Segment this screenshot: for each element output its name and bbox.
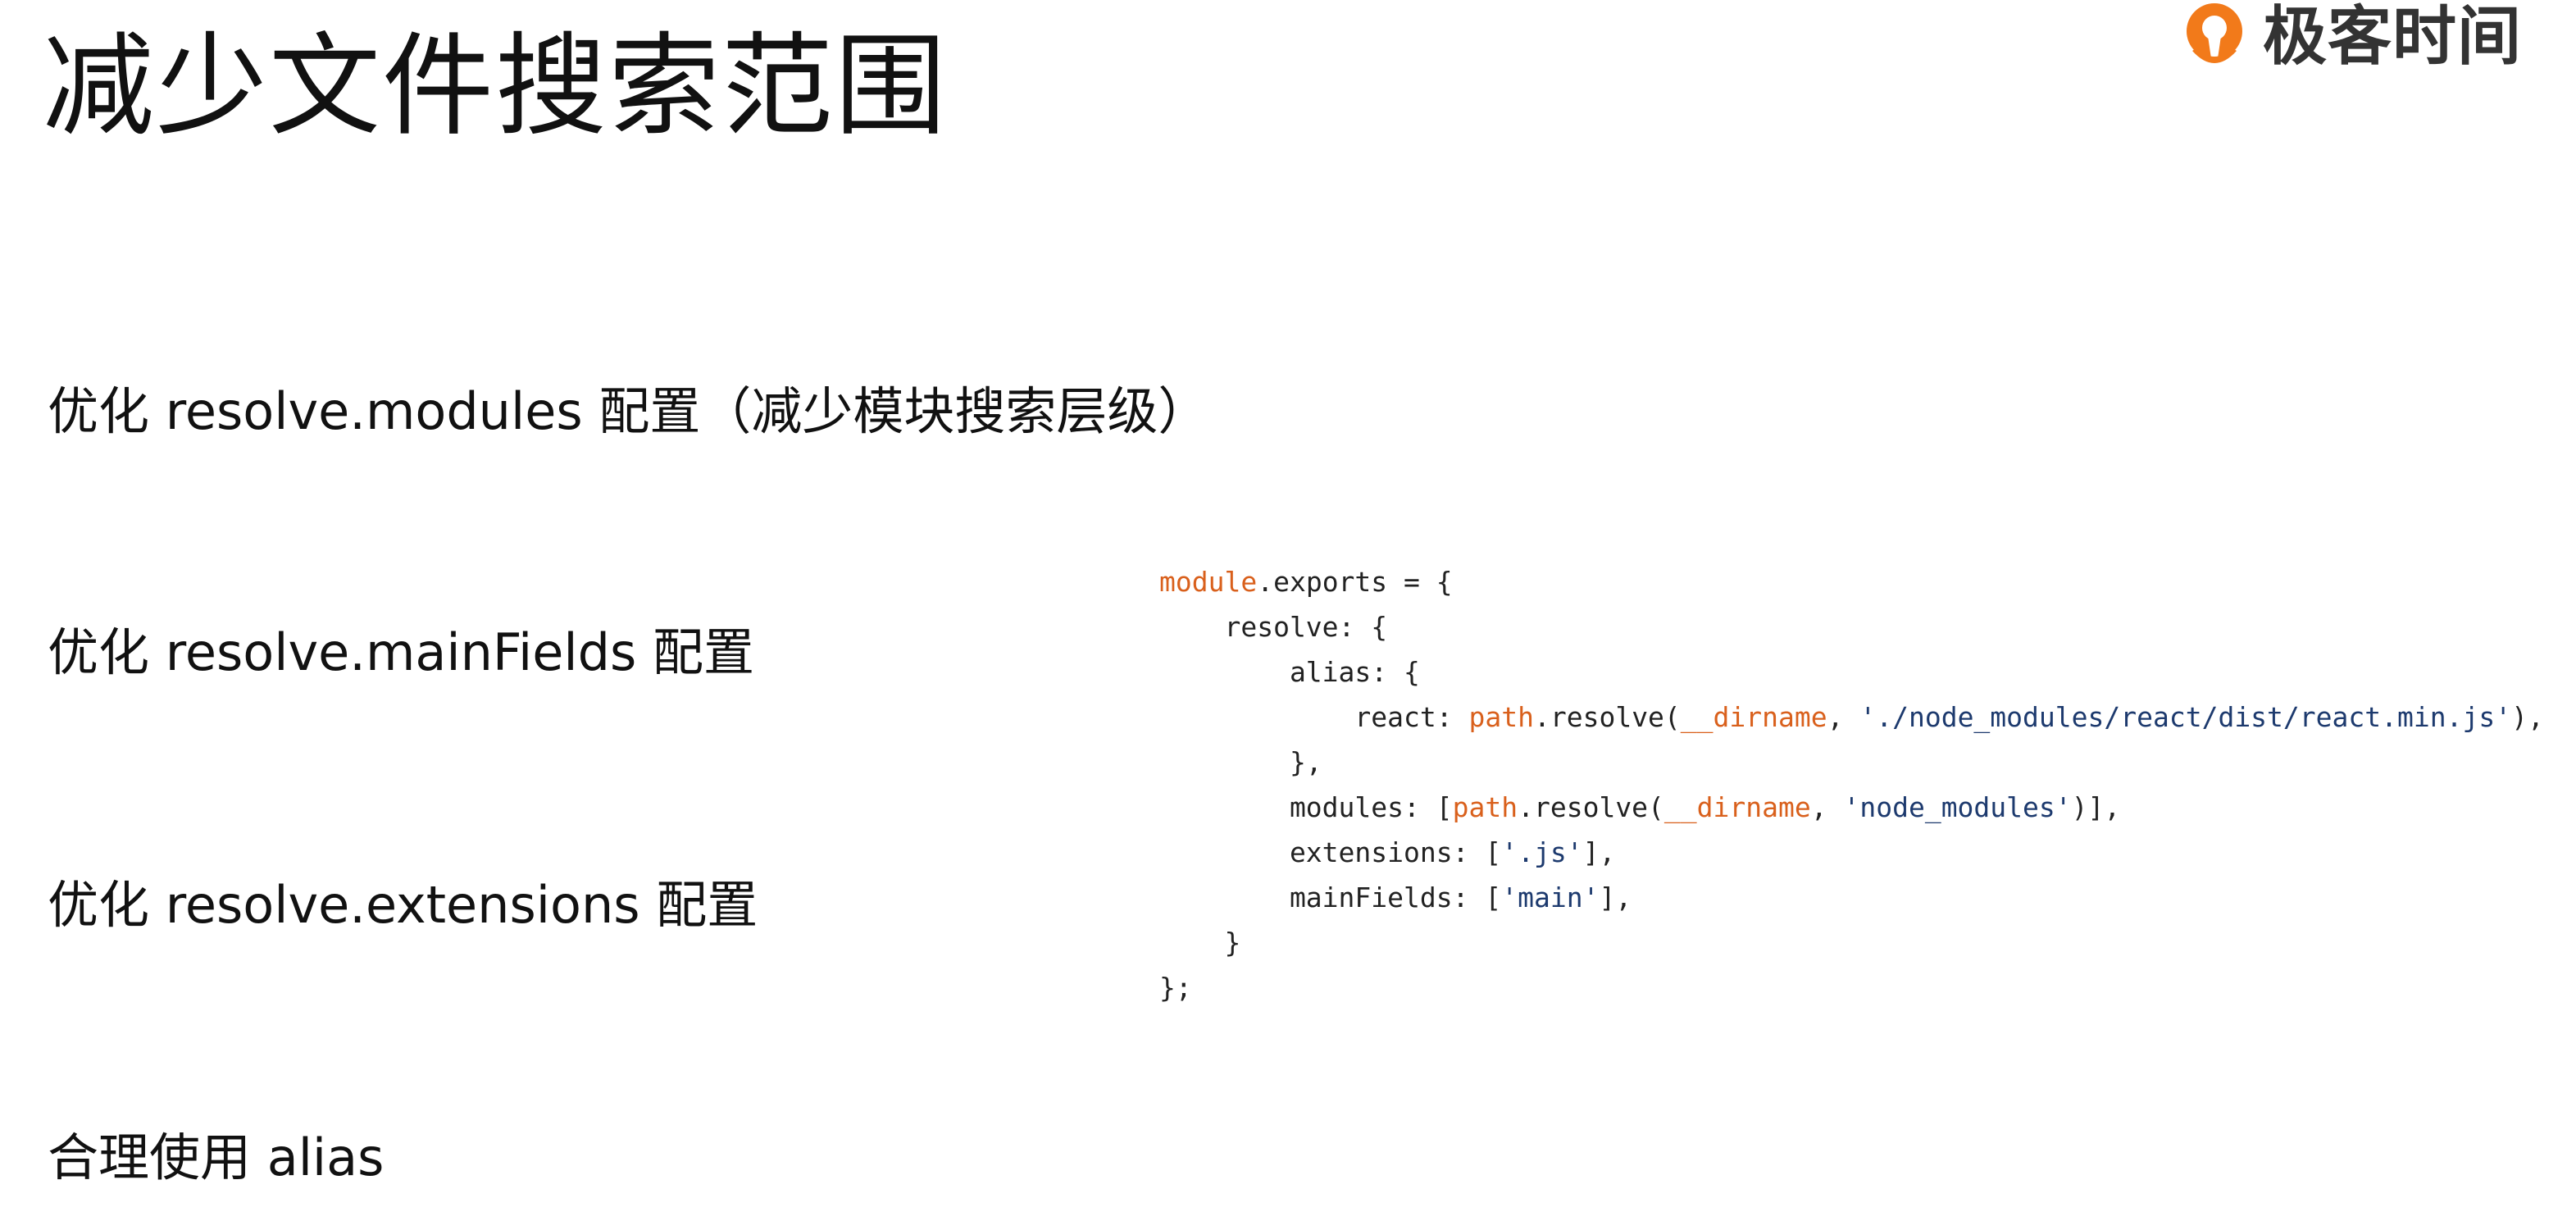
- slide-title: 减少文件搜索范围: [43, 22, 948, 152]
- code-token: ],: [1582, 836, 1616, 868]
- code-line: react: path.resolve(__dirname, './node_m…: [1159, 695, 2569, 740]
- code-token: alias: {: [1159, 656, 1420, 688]
- code-token: ],: [1599, 882, 1632, 913]
- code-token: },: [1159, 746, 1322, 778]
- code-line: extensions: ['.js'],: [1159, 830, 2569, 875]
- code-token: mainFields: [: [1159, 882, 1502, 913]
- code-token: ,: [1810, 791, 1844, 823]
- code-token: )],: [2071, 791, 2121, 823]
- code-token: path: [1468, 701, 1534, 733]
- code-token: ),: [2511, 701, 2544, 733]
- code-line: alias: {: [1159, 649, 2569, 695]
- code-token: __dirname: [1680, 701, 1827, 733]
- code-token: resolve: {: [1159, 611, 1388, 643]
- code-token: .resolve(: [1533, 701, 1681, 733]
- code-token: react:: [1159, 701, 1469, 733]
- bullet-item: 优化 resolve.modules 配置（减少模块搜索层级）: [48, 381, 1209, 441]
- code-token: '.js': [1501, 836, 1583, 868]
- bullet-item: 优化 resolve.mainFields 配置: [48, 622, 755, 682]
- bullet-item: 合理使用 alias: [48, 1128, 385, 1187]
- geektime-logo-icon: [2187, 3, 2242, 64]
- code-token: .exports = {: [1257, 566, 1453, 598]
- code-token: .resolve(: [1518, 791, 1664, 823]
- code-line: };: [1159, 965, 2569, 1010]
- code-token: ,: [1827, 701, 1860, 733]
- bullet-item: 优化 resolve.extensions 配置: [48, 875, 758, 935]
- code-token: path: [1452, 791, 1518, 823]
- code-line: module.exports = {: [1159, 559, 2569, 604]
- code-token: };: [1159, 972, 1192, 1004]
- code-token: 'node_modules': [1843, 791, 2072, 823]
- code-line: resolve: {: [1159, 604, 2569, 649]
- code-line: modules: [path.resolve(__dirname, 'node_…: [1159, 785, 2569, 830]
- code-token: 'main': [1501, 882, 1600, 913]
- code-token: './node_modules/react/dist/react.min.js': [1859, 701, 2512, 733]
- code-token: modules: [: [1159, 791, 1453, 823]
- geektime-logo: 极客时间: [2178, 0, 2522, 74]
- code-line: },: [1159, 740, 2569, 785]
- code-token: module: [1159, 566, 1258, 598]
- code-line: }: [1159, 920, 2569, 965]
- webpack-config-code-block: module.exports = { resolve: { alias: { r…: [1159, 559, 2569, 1010]
- logo-text: 极客时间: [2263, 0, 2523, 74]
- code-token: }: [1159, 927, 1241, 959]
- code-line: mainFields: ['main'],: [1159, 875, 2569, 920]
- bullet-list: 优化 resolve.modules 配置（减少模块搜索层级） 优化 resol…: [48, 0, 1208, 1230]
- code-token: extensions: [: [1159, 836, 1502, 868]
- code-token: __dirname: [1663, 791, 1811, 823]
